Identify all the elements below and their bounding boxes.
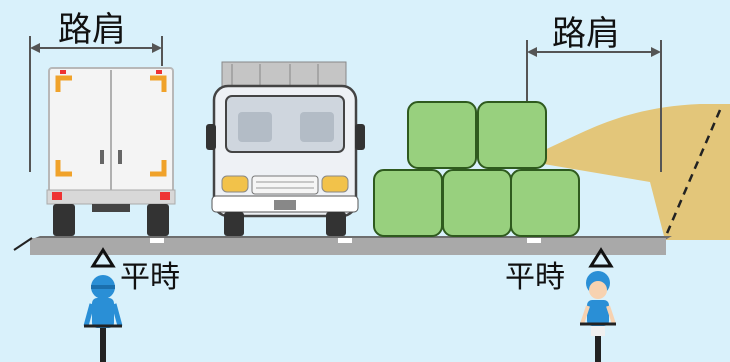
normal-time-left-label: 平時 bbox=[120, 252, 180, 296]
shoulder-left-label: 路肩 bbox=[58, 2, 126, 51]
cyclist-right bbox=[580, 271, 616, 362]
shoulder-right-label: 路肩 bbox=[552, 6, 620, 55]
road bbox=[14, 236, 672, 255]
truck-front bbox=[206, 62, 365, 236]
box-truck-rear bbox=[47, 68, 175, 236]
cyclist-left bbox=[84, 275, 122, 362]
hay-bales bbox=[374, 102, 579, 236]
normal-time-right-label: 平時 bbox=[505, 252, 565, 296]
